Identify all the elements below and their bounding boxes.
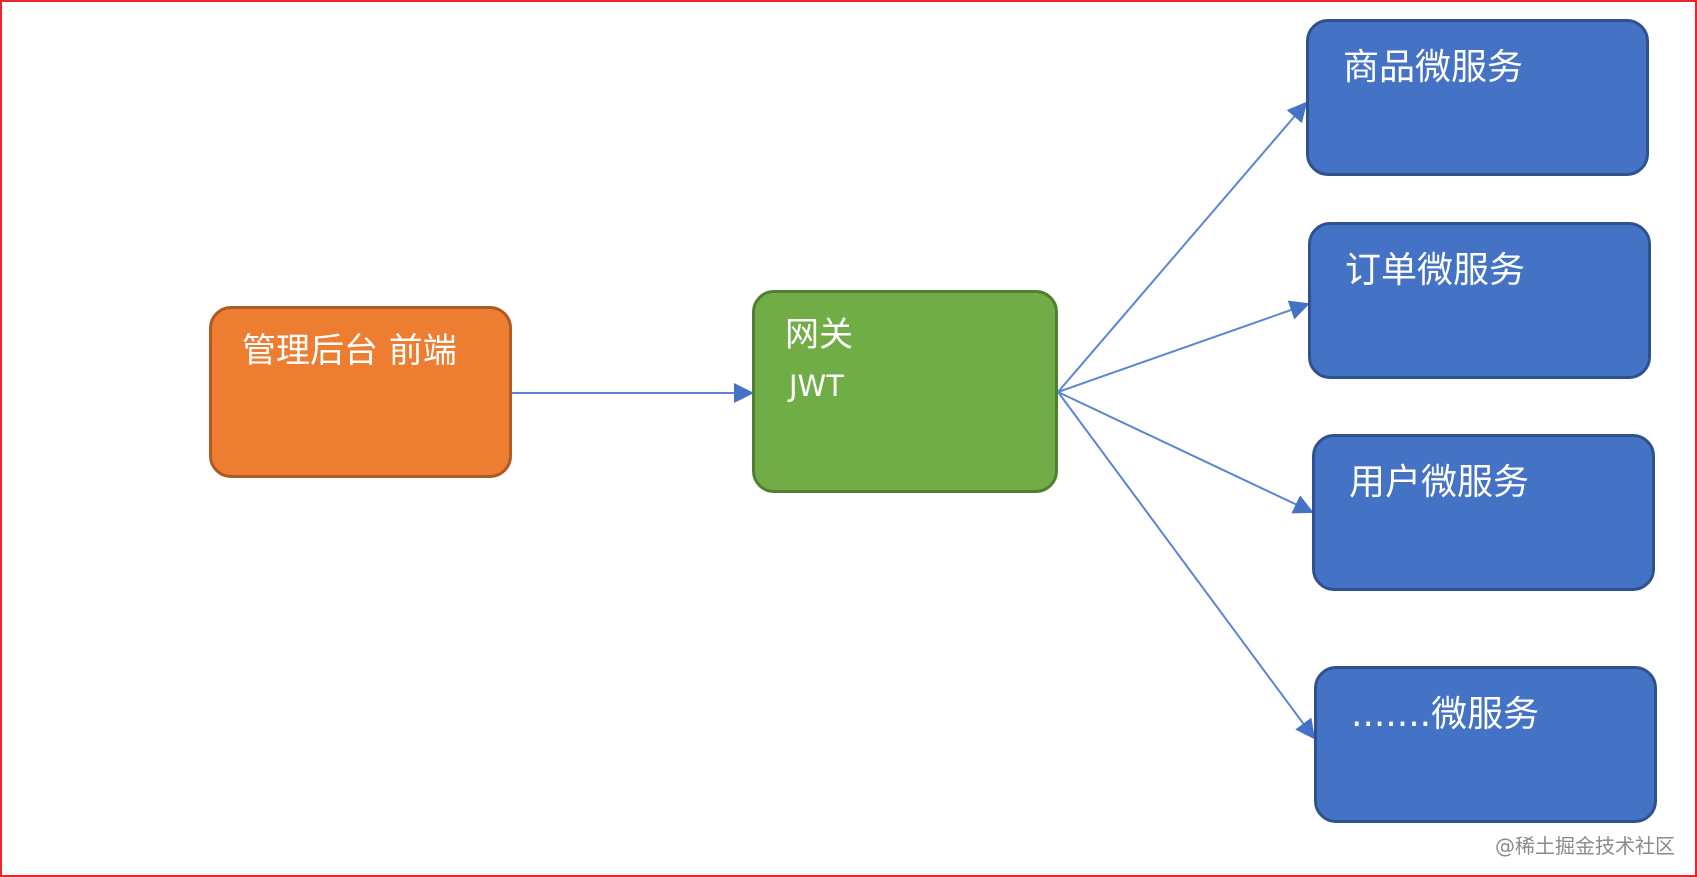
service-node-user: 用户微服务	[1312, 434, 1655, 591]
service-label: 商品微服务	[1343, 47, 1524, 88]
service-label: .......微服务	[1351, 694, 1540, 735]
service-node-product: 商品微服务	[1306, 19, 1649, 176]
service-node-order: 订单微服务	[1308, 222, 1651, 379]
gateway-sublabel: JWT	[789, 369, 844, 403]
service-label: 订单微服务	[1345, 250, 1526, 291]
gateway-label: 网关	[785, 315, 853, 355]
watermark-text: @稀土掘金技术社区	[1495, 834, 1675, 858]
gateway-node: 网关 JWT	[752, 290, 1058, 493]
frontend-label: 管理后台 前端	[242, 331, 457, 371]
frontend-node: 管理后台 前端	[209, 306, 512, 478]
service-label: 用户微服务	[1349, 462, 1530, 503]
service-node-other: .......微服务	[1314, 666, 1657, 823]
